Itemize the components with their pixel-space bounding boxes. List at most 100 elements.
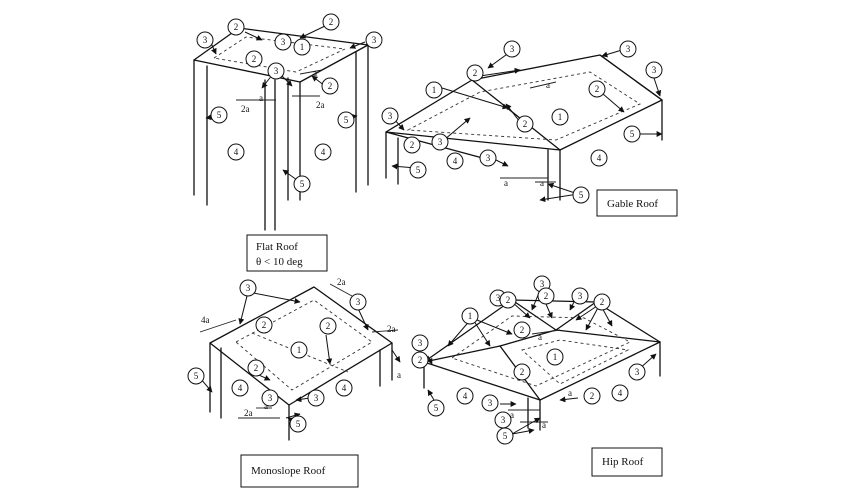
zone-marker: 2 (537, 287, 555, 305)
svg-text:1: 1 (297, 345, 302, 355)
zone-marker: 4 (456, 387, 474, 405)
svg-text:4: 4 (321, 147, 326, 157)
svg-text:5: 5 (416, 165, 421, 175)
zone-marker: 3 (365, 31, 383, 49)
svg-text:4: 4 (597, 153, 602, 163)
svg-text:1: 1 (468, 311, 473, 321)
svg-text:1: 1 (553, 352, 558, 362)
svg-text:3: 3 (635, 367, 640, 377)
zone-marker: 1 (546, 348, 564, 366)
zone-marker: 4 (446, 152, 464, 170)
gable-roof-title: Gable Roof (607, 198, 658, 210)
svg-text:3: 3 (510, 44, 515, 54)
zone-marker: 2 (588, 80, 606, 98)
zone-marker: 5 (409, 161, 427, 179)
svg-text:2: 2 (590, 391, 595, 401)
zone-marker: 2 (403, 136, 421, 154)
zone-marker: 3 (619, 40, 637, 58)
svg-text:3: 3 (486, 153, 491, 163)
svg-text:2: 2 (520, 367, 525, 377)
zone-marker: 3 (261, 389, 279, 407)
svg-text:3: 3 (501, 415, 506, 425)
zone-marker: 1 (551, 108, 569, 126)
svg-text:3: 3 (274, 66, 279, 76)
svg-text:3: 3 (626, 44, 631, 54)
zone-marker: 2 (319, 317, 337, 335)
zone-marker: 2 (593, 293, 611, 311)
dim-label: 2a (244, 408, 253, 418)
svg-text:5: 5 (630, 129, 635, 139)
zone-marker: 3 (571, 287, 589, 305)
zone-marker: 2 (411, 351, 429, 369)
zone-marker: 3 (411, 334, 429, 352)
dim-label: 4a (201, 315, 210, 325)
svg-text:2: 2 (326, 321, 331, 331)
flat-roof-angle: θ < 10 deg (256, 256, 303, 268)
svg-text:2: 2 (329, 17, 334, 27)
svg-text:2: 2 (473, 68, 478, 78)
zone-marker: 1 (461, 307, 479, 325)
svg-text:3: 3 (203, 35, 208, 45)
svg-text:2: 2 (262, 320, 267, 330)
svg-text:3: 3 (496, 293, 501, 303)
dim-label: a (568, 388, 572, 398)
zone-marker: 3 (307, 389, 325, 407)
zone-marker: 2 (322, 13, 340, 31)
dim-label: a (397, 370, 401, 380)
zone-marker: 2 (516, 115, 534, 133)
svg-text:2: 2 (234, 22, 239, 32)
svg-text:4: 4 (238, 383, 243, 393)
zone-marker: 1 (293, 38, 311, 56)
zone-marker: 5 (289, 415, 307, 433)
zone-marker: 2 (247, 359, 265, 377)
dim-label: a (504, 178, 508, 188)
gable-roof-label-box: Gable Roof (596, 189, 678, 217)
zone-marker: 4 (611, 384, 629, 402)
hip-roof-diagram: a a a a 3 3 2 2 3 2 1 2 3 1 2 2 3 4 3 2 … (411, 275, 663, 477)
svg-text:1: 1 (432, 85, 437, 95)
dim-label: a (313, 68, 317, 78)
svg-text:5: 5 (300, 179, 305, 189)
dim-label: a (538, 332, 542, 342)
zone-marker: 2 (227, 18, 245, 36)
zone-marker: 3 (645, 61, 663, 79)
dim-label: 2a (316, 100, 325, 110)
monoslope-roof-diagram: 4a 2a 2a 2a a a 3 3 2 2 1 2 5 4 4 3 3 5 … (187, 277, 401, 488)
zone-marker: 3 (274, 33, 292, 51)
zone-marker: 2 (255, 316, 273, 334)
monoslope-roof-label-box: Monoslope Roof (240, 454, 359, 488)
zone-marker: 2 (513, 363, 531, 381)
monoslope-roof-title: Monoslope Roof (251, 465, 326, 477)
zone-marker: 2 (499, 291, 517, 309)
svg-text:2: 2 (523, 119, 528, 129)
zone-marker: 3 (267, 62, 285, 80)
svg-text:4: 4 (618, 388, 623, 398)
flat-roof-diagram: 2a 2a a a 2 2 3 3 3 2 1 3 2 5 5 4 4 5 Fl… (193, 13, 383, 272)
hip-roof-label-box: Hip Roof (591, 447, 663, 477)
svg-text:2: 2 (595, 84, 600, 94)
dim-label: 2a (241, 104, 250, 114)
svg-text:2: 2 (328, 81, 333, 91)
svg-text:2: 2 (520, 325, 525, 335)
zone-marker: 1 (290, 341, 308, 359)
svg-text:2: 2 (418, 355, 423, 365)
zone-marker: 3 (628, 363, 646, 381)
dim-label: a (540, 178, 544, 188)
svg-text:2: 2 (544, 291, 549, 301)
flat-roof-title: Flat Roof (256, 241, 298, 253)
svg-text:5: 5 (344, 115, 349, 125)
zone-marker: 5 (496, 427, 514, 445)
zone-marker: 4 (231, 379, 249, 397)
svg-text:3: 3 (268, 393, 273, 403)
zone-marker: 4 (590, 149, 608, 167)
svg-text:3: 3 (418, 338, 423, 348)
zone-marker: 5 (210, 106, 228, 124)
hip-roof-title: Hip Roof (602, 456, 644, 468)
svg-text:5: 5 (296, 419, 301, 429)
dim-label: 2a (337, 277, 346, 287)
zone-marker: 4 (227, 143, 245, 161)
svg-text:2: 2 (410, 140, 415, 150)
svg-text:5: 5 (579, 190, 584, 200)
zone-marker: 2 (466, 64, 484, 82)
